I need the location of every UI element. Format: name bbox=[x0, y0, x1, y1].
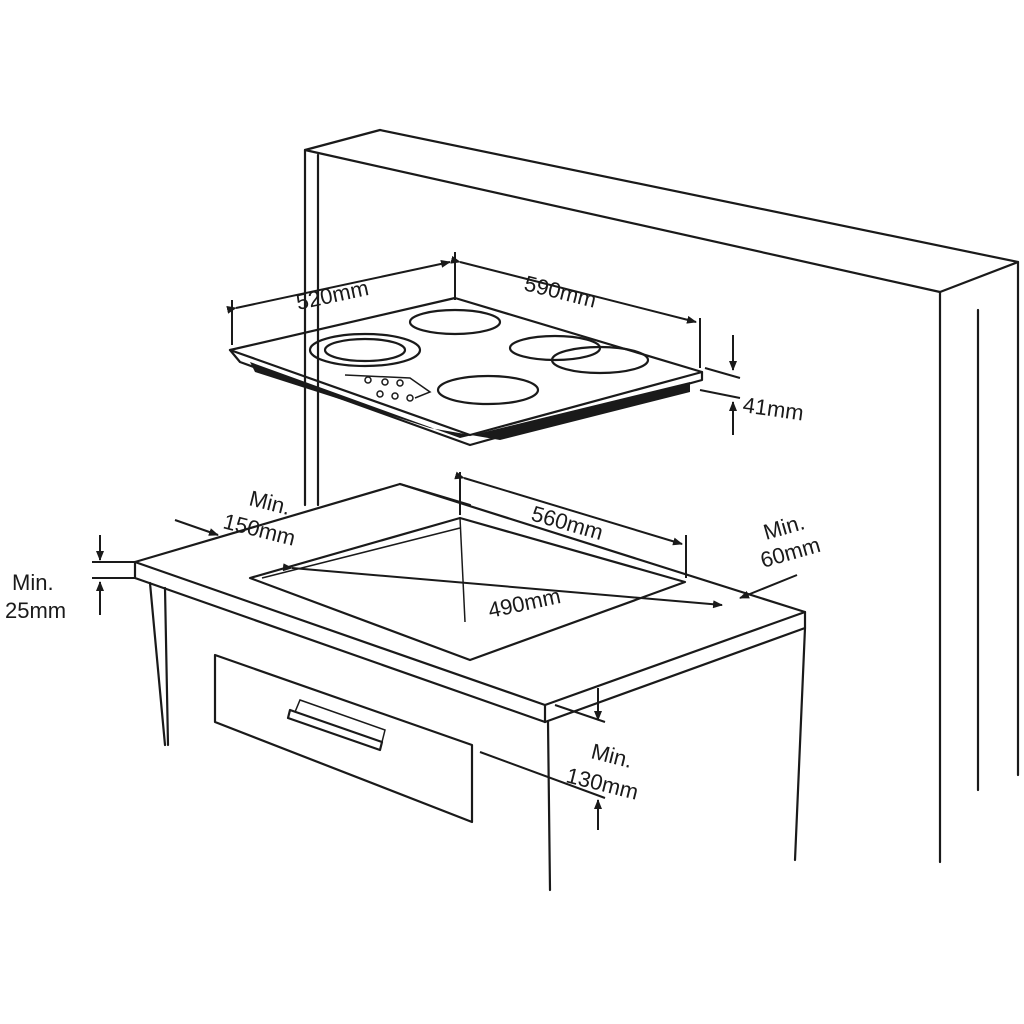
worktop-clearance-value: 25mm bbox=[5, 598, 66, 623]
burner-large bbox=[308, 332, 422, 368]
control-panel bbox=[344, 374, 432, 399]
dimensions bbox=[92, 252, 798, 830]
cutout-width-label: 560mm bbox=[529, 501, 606, 545]
cabinet bbox=[148, 581, 807, 892]
hob-width-label: 590mm bbox=[522, 271, 599, 313]
worktop-clearance-min: Min. bbox=[12, 570, 54, 595]
wall bbox=[303, 128, 1020, 864]
burner bbox=[408, 308, 502, 336]
drawer bbox=[213, 653, 474, 824]
burner bbox=[550, 345, 650, 375]
cutout bbox=[248, 516, 687, 662]
below-clearance-min: Min. bbox=[589, 739, 635, 773]
hob bbox=[228, 296, 704, 447]
hob-height-label: 41mm bbox=[741, 392, 805, 425]
burner bbox=[436, 374, 540, 406]
cutout-depth-label: 490mm bbox=[486, 583, 563, 623]
